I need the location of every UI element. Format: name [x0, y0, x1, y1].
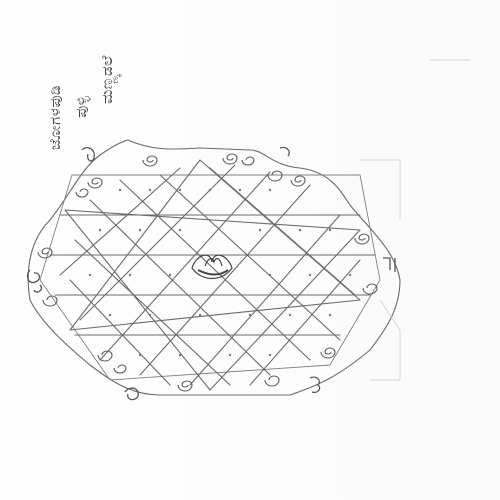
spiral-curl-icon: [222, 153, 238, 165]
spiral-curls: [37, 153, 378, 392]
corner-symbol-icon: [383, 257, 396, 272]
outer-border: [27, 139, 401, 396]
spiral-curl-icon: [37, 247, 53, 259]
grid-line: [59, 167, 181, 276]
erased-strokes: [360, 59, 470, 381]
spiral-curl-icon: [142, 155, 158, 167]
corner-symbol-icon: [279, 146, 290, 157]
lotus-icon: [191, 254, 233, 280]
grid-line: [249, 259, 361, 386]
grid-line: [69, 279, 171, 386]
spiral-curl-icon: [290, 175, 306, 187]
grid-line: [99, 171, 271, 361]
spiral-curl-icon: [97, 350, 113, 362]
grid-line: [74, 239, 231, 386]
spiral-curl-icon: [177, 380, 193, 392]
grid-line: [159, 174, 341, 341]
spiral-curl-icon: [42, 295, 58, 307]
grid-line: [89, 199, 271, 376]
grid-line: [189, 214, 341, 386]
spiral-curl-icon: [267, 170, 283, 182]
spiral-curl-icon: [362, 283, 378, 295]
spiral-curl-icon: [87, 177, 103, 189]
spiral-curl-icon: [264, 375, 280, 387]
dot-grid: [88, 188, 352, 357]
corner-symbol-icon: [26, 269, 43, 293]
corner-symbol-icon: [124, 387, 139, 401]
spiral-curl-icon: [75, 188, 89, 198]
spiral-curl-icon: [113, 364, 127, 374]
spiral-curl-icon: [241, 156, 255, 166]
corner-symbol-icon: [309, 376, 321, 394]
spiral-curl-icon: [354, 233, 370, 245]
grid-line: [119, 179, 311, 361]
grid-line: [209, 167, 356, 296]
inner-frame: [39, 174, 381, 381]
grid-line: [139, 184, 311, 376]
star-triangle-down: [64, 209, 361, 391]
corner-symbol-icon: [81, 147, 95, 162]
spiral-curl-icon: [320, 347, 336, 359]
